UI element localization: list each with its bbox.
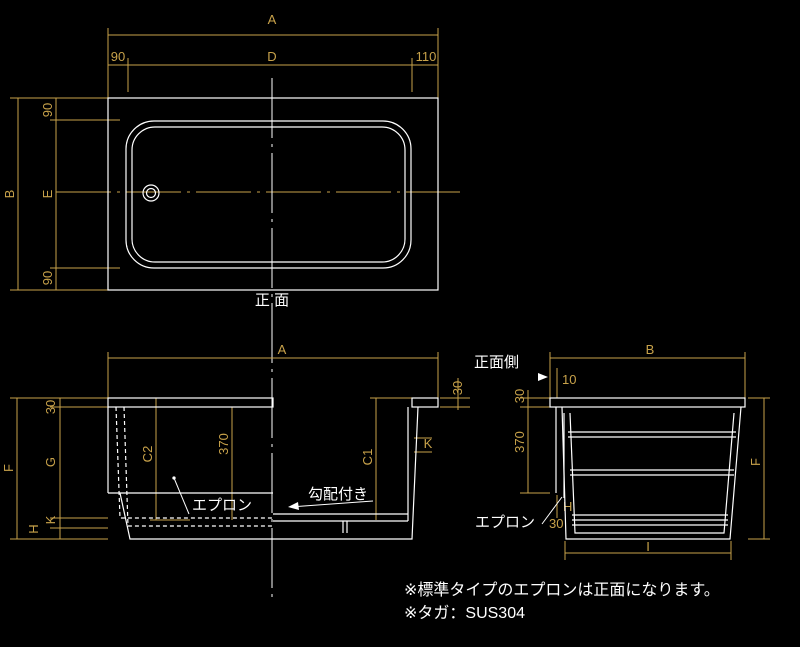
drain-outer-circle [142, 184, 160, 202]
side-view: 正面側 B 10 30 370 F H 30 I エプロン [474, 342, 770, 560]
front-slope-label: 勾配付き [308, 486, 368, 503]
dim-90-top-label: 90 [40, 103, 55, 117]
front-caption: 正 面 [255, 292, 289, 309]
side-view-outline [549, 397, 746, 540]
front-dim-f-label: F [1, 464, 16, 472]
side-dim-370-label: 370 [512, 431, 527, 453]
front-dim-k-label: K [424, 436, 433, 451]
front-dim-h-label: H [26, 524, 41, 533]
side-apron-label: エプロン [475, 514, 535, 531]
dim-d-label: D [267, 49, 276, 64]
front-dim-a-label: A [278, 342, 287, 357]
front-hidden-lines [115, 406, 273, 527]
front-dim-30-label: 30 [43, 400, 58, 414]
side-dim-h-label: H [563, 499, 572, 514]
top-view: A 90 D 110 B E 90 90 正 面 [2, 12, 460, 309]
front-dim-k-small-label: K [43, 515, 58, 524]
dim-a-label: A [268, 12, 277, 27]
side-rim [549, 397, 746, 408]
dim-90-label: 90 [111, 49, 125, 64]
notes: ※標準タイプのエプロンは正面になります。 ※タガ：SUS304 [404, 581, 720, 622]
side-dim-f-label: F [748, 458, 763, 466]
dim-90-bottom-label: 90 [40, 271, 55, 285]
front-dim-370-label: 370 [216, 433, 231, 455]
tub-basin-outer [125, 120, 412, 269]
front-view-outline [107, 397, 439, 540]
side-dim-b-label: B [646, 342, 655, 357]
dim-b-label: B [2, 190, 17, 199]
note-standard-apron: ※標準タイプのエプロンは正面になります。 [404, 581, 720, 599]
front-rim-right [411, 397, 439, 408]
front-view: A 30 F 30 G C2 370 C1 K H K [1, 342, 470, 540]
tub-basin-inner [131, 126, 406, 263]
front-dim-c2-label: C2 [140, 446, 155, 463]
dim-110-label: 110 [416, 49, 437, 64]
front-side-arrow [538, 373, 548, 381]
side-dim-30-label: 30 [512, 389, 527, 403]
slope-arrow [288, 500, 374, 510]
tub-rim-outline [107, 97, 439, 291]
front-dim-30-right-label: 30 [450, 381, 465, 395]
top-view-dimension-lines [10, 28, 460, 291]
dim-e-label: E [40, 189, 55, 198]
front-dim-c1-label: C1 [360, 449, 375, 466]
front-rim-left [107, 397, 274, 408]
top-view-outline [107, 97, 439, 291]
side-apron-leader [541, 496, 563, 525]
side-dim-30-bottom-label: 30 [549, 516, 563, 531]
side-front-side-label: 正面側 [474, 354, 519, 371]
front-dim-g-label: G [43, 457, 58, 467]
side-dim-i-label: I [646, 539, 650, 554]
front-apron-label: エプロン [192, 497, 252, 514]
side-dim-10-label: 10 [562, 372, 576, 387]
side-view-dimension-lines [520, 352, 770, 560]
front-view-dimension-lines [10, 352, 470, 540]
note-taga-material: ※タガ：SUS304 [404, 604, 525, 622]
drain-inner-circle [145, 187, 157, 199]
apron-leader [172, 476, 190, 515]
